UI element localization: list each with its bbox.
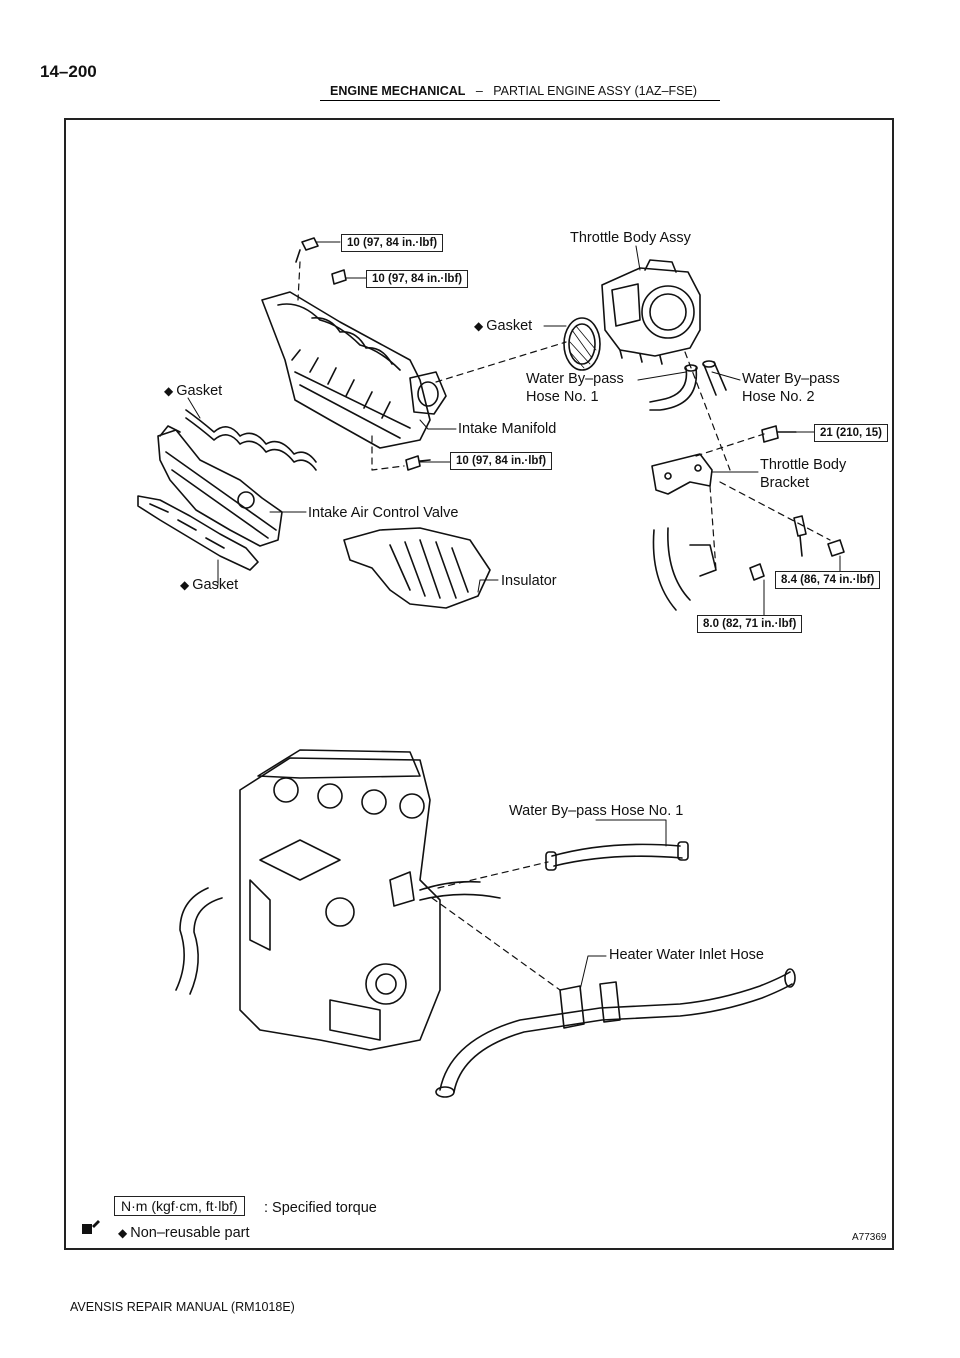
insulator-drawing <box>343 527 491 609</box>
legend-non-reusable-text: Non–reusable part <box>130 1225 250 1241</box>
intake-air-control-valve-drawing <box>157 425 283 547</box>
page-header: ENGINE MECHANICAL – PARTIAL ENGINE ASSY … <box>330 84 697 98</box>
header-separator: – <box>475 84 483 98</box>
figure-id: A77369 <box>852 1232 887 1243</box>
label-water-bypass-hose-1-line1: Water By–pass <box>526 371 624 387</box>
header-rule <box>320 100 720 101</box>
water-bypass-hose-engine-drawing <box>545 841 689 871</box>
label-water-bypass-hose-engine: Water By–pass Hose No. 1 <box>509 803 684 819</box>
bolt-drawings <box>295 237 845 581</box>
label-gasket-upper-text: Gasket <box>176 383 223 399</box>
label-heater-water-inlet-hose: Heater Water Inlet Hose <box>609 947 764 963</box>
torque-spec-bracket-bolt: 21 (210, 15) <box>814 424 889 442</box>
non-reusable-diamond-icon: ◆ <box>164 384 174 398</box>
torque-spec-hose-bolt-1: 8.4 (86, 74 in.·lbf) <box>775 571 881 589</box>
header-section: ENGINE MECHANICAL <box>330 84 466 98</box>
legend-torque-unit: N·m (kgf·cm, ft·lbf) <box>114 1196 245 1216</box>
label-water-bypass-hose-1-line2: Hose No. 1 <box>526 389 599 405</box>
torque-spec-manifold-bolt-1: 10 (97, 84 in.·lbf) <box>341 234 444 252</box>
label-throttle-body-bracket-line1: Throttle Body <box>760 457 847 473</box>
upper-gasket-drawing <box>185 409 317 471</box>
water-bypass-hoses-small-drawing <box>649 360 727 411</box>
label-intake-manifold: Intake Manifold <box>458 421 557 437</box>
label-water-bypass-hose-2-line1: Water By–pass <box>742 371 840 387</box>
non-reusable-diamond-icon: ◆ <box>474 319 484 333</box>
label-gasket-lower-text: Gasket <box>192 577 239 593</box>
assembly-lines <box>297 261 831 991</box>
torque-wrench-legend-icon <box>82 1220 100 1234</box>
intake-manifold-drawing <box>261 291 447 449</box>
label-gasket-lower: ◆Gasket <box>180 576 238 594</box>
label-intake-air-control-valve: Intake Air Control Valve <box>308 505 459 521</box>
right-hoses-drawing <box>652 515 807 611</box>
lower-gasket-drawing <box>137 495 259 571</box>
page-footer: AVENSIS REPAIR MANUAL (RM1018E) <box>70 1300 295 1314</box>
label-water-bypass-hose-2-line2: Hose No. 2 <box>742 389 815 405</box>
header-title: PARTIAL ENGINE ASSY (1AZ–FSE) <box>493 84 697 98</box>
legend-non-reusable: ◆Non–reusable part <box>118 1224 250 1242</box>
throttle-body-drawing <box>601 259 701 365</box>
label-gasket-throttle: ◆Gasket <box>474 317 532 335</box>
legend-torque-desc: : Specified torque <box>264 1200 377 1216</box>
label-gasket-upper: ◆Gasket <box>164 382 222 400</box>
label-throttle-body-bracket: Throttle Body Bracket <box>760 456 846 492</box>
torque-spec-manifold-bolt-3: 10 (97, 84 in.·lbf) <box>450 452 553 470</box>
label-throttle-body-assy: Throttle Body Assy <box>570 230 691 246</box>
label-water-bypass-hose-2: Water By–pass Hose No. 2 <box>742 370 840 406</box>
leader-lines <box>187 241 841 991</box>
label-insulator: Insulator <box>501 573 557 589</box>
figure-frame <box>64 118 894 1250</box>
non-reusable-diamond-icon: ◆ <box>118 1226 128 1240</box>
torque-spec-hose-bolt-2: 8.0 (82, 71 in.·lbf) <box>697 615 803 633</box>
throttle-gasket-drawing <box>563 317 601 371</box>
engine-block-drawing <box>239 749 501 1051</box>
label-water-bypass-hose-1: Water By–pass Hose No. 1 <box>526 370 624 406</box>
page-number: 14–200 <box>40 62 97 81</box>
label-gasket-throttle-text: Gasket <box>486 318 533 334</box>
torque-spec-manifold-bolt-2: 10 (97, 84 in.·lbf) <box>366 270 469 288</box>
throttle-body-bracket-drawing <box>651 453 713 495</box>
heater-water-inlet-hose-drawing <box>435 968 796 1098</box>
non-reusable-diamond-icon: ◆ <box>180 578 190 592</box>
label-throttle-body-bracket-line2: Bracket <box>760 475 810 491</box>
engine-left-hose-drawing <box>175 887 223 995</box>
